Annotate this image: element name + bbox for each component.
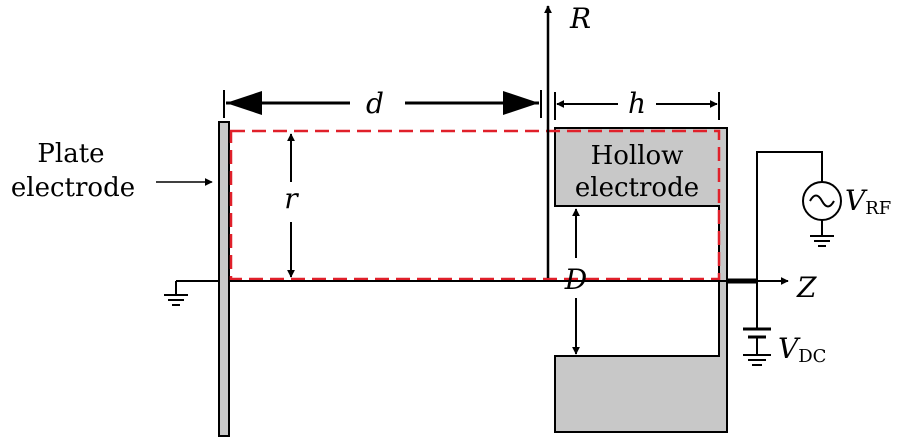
dim-r-label: r xyxy=(284,182,299,215)
dashed-region xyxy=(229,129,721,281)
axis-z-label: Z xyxy=(796,271,817,304)
hollow-electrode-label-line1: Hollow xyxy=(591,141,684,171)
vrf-label: VRF xyxy=(845,184,891,219)
dim-D-label: D xyxy=(564,263,587,296)
plate-electrode xyxy=(218,121,230,437)
plate-electrode-label-line1: Plate xyxy=(37,139,104,169)
rf-circuit xyxy=(756,151,834,281)
axis-r-label: R xyxy=(569,2,591,35)
ground-plate xyxy=(164,280,219,306)
plate-electrode-label-line2: electrode xyxy=(11,173,135,203)
dimension-d xyxy=(223,90,542,118)
ac-source-icon xyxy=(802,181,842,221)
dimension-h xyxy=(554,92,720,120)
hollow-electrode-label-line2: electrode xyxy=(575,173,699,203)
vdc-label: VDC xyxy=(778,332,826,367)
dim-h-label: h xyxy=(628,87,646,120)
dim-d-label: d xyxy=(366,87,384,120)
dc-source xyxy=(743,281,771,366)
hollow-electrode-body xyxy=(554,127,728,433)
